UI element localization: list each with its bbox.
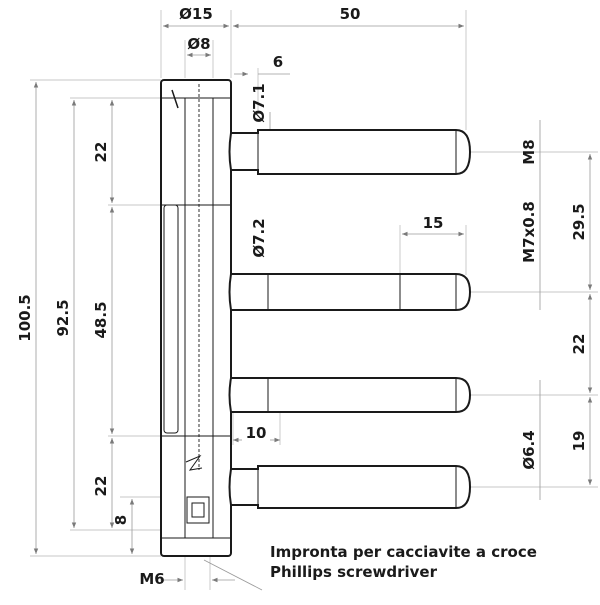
dim-spacing-22-right: 22 [570, 334, 588, 355]
dim-length-10: 10 [246, 424, 267, 442]
dim-offset-6: 6 [273, 53, 283, 71]
hinge-pin-1 [228, 129, 472, 175]
dim-segment-48-5: 48.5 [92, 301, 110, 338]
screwdriver-note: Impronta per cacciavite a croce Phillips… [270, 543, 537, 581]
dim-height-8: 8 [112, 515, 130, 525]
dim-thread-m8: M8 [520, 139, 538, 164]
dim-height-100-5: 100.5 [16, 294, 34, 341]
dim-segment-22-top: 22 [92, 142, 110, 163]
dim-length-15: 15 [423, 214, 444, 232]
hinge-pin-4 [228, 465, 472, 509]
hinge-pin-3 [228, 377, 472, 413]
dim-pin-7-1: Ø7.1 [250, 83, 268, 122]
dim-height-92-5: 92.5 [54, 299, 72, 336]
dim-spacing-19: 19 [570, 431, 588, 452]
dimension-labels: Ø15 50 Ø8 6 Ø7.1 M8 29.5 M7x0.8 15 Ø7.2 … [16, 5, 588, 588]
dim-pin-6-4: Ø6.4 [520, 430, 538, 469]
dim-thread-m7x0-8: M7x0.8 [520, 201, 538, 263]
dim-pin-7-2: Ø7.2 [250, 218, 268, 257]
note-leader [203, 559, 263, 591]
note-line-italian: Impronta per cacciavite a croce [270, 543, 537, 561]
extension-lines [30, 10, 598, 590]
note-line-english: Phillips screwdriver [270, 563, 438, 581]
dim-segment-22-bottom: 22 [92, 476, 110, 497]
hinge-barrel [160, 79, 232, 557]
hinge-pin-2 [228, 273, 472, 311]
dim-spacing-29-5: 29.5 [570, 203, 588, 240]
dim-screw-m6: M6 [139, 570, 164, 588]
dim-diameter-15: Ø15 [179, 5, 213, 23]
dim-length-50: 50 [340, 5, 361, 23]
dimension-lines [33, 23, 593, 583]
dim-bore-8: Ø8 [187, 35, 210, 53]
